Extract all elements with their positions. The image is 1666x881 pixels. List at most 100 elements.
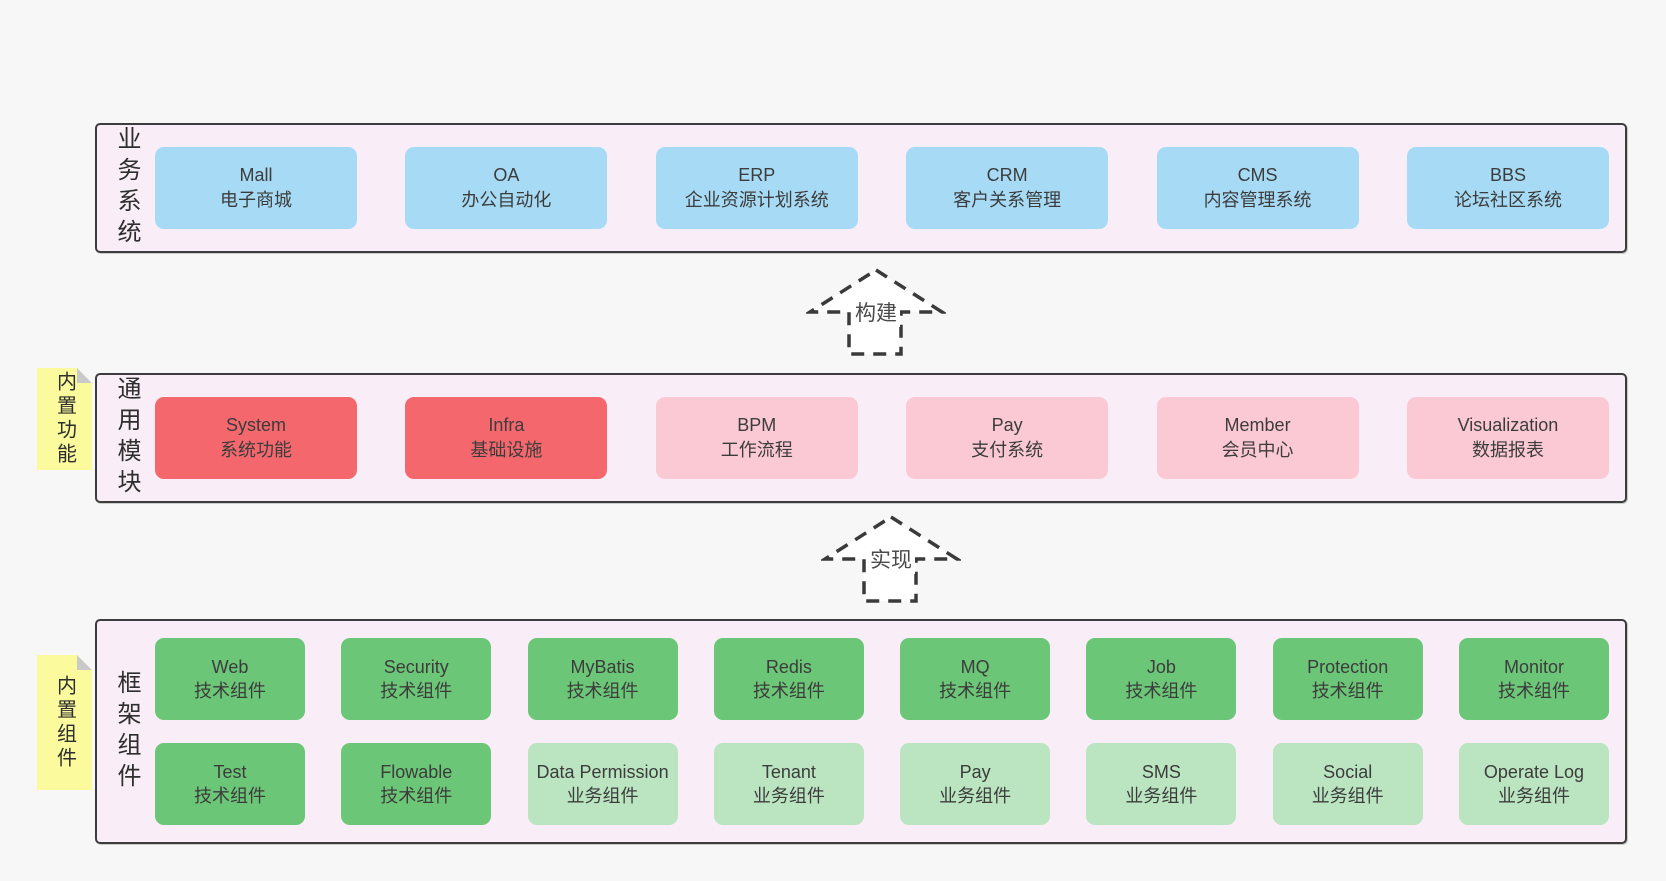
box-job: Job 技术组件 <box>1086 638 1237 720</box>
box-subtitle: 技术组件 <box>939 681 1012 701</box>
box-pay: Pay 业务组件 <box>900 743 1051 825</box>
box-subtitle: 业务组件 <box>566 786 639 806</box>
box-title: Redis <box>765 657 812 677</box>
arrow-build-label: 构建 <box>852 297 900 327</box>
box-subtitle: 技术组件 <box>752 681 825 701</box>
band-label-common-modules: 通用模块 <box>113 376 140 500</box>
box-title: Visualization <box>1457 415 1559 435</box>
band-label-business-systems: 业务系统 <box>113 126 140 250</box>
box-subtitle: 业务组件 <box>1125 786 1198 806</box>
box-subtitle: 技术组件 <box>194 786 266 806</box>
box-title: MQ <box>960 657 990 677</box>
box-title: BPM <box>737 415 777 435</box>
box-subtitle: 办公自动化 <box>461 190 552 210</box>
box-subtitle: 业务组件 <box>1497 786 1570 806</box>
sticky-note-builtin-components: 内置组件 <box>37 655 92 790</box>
band-label-wrap: 业务系统 <box>97 125 155 251</box>
box-subtitle: 数据报表 <box>1471 440 1544 460</box>
box-protection: Protection 技术组件 <box>1272 638 1423 720</box>
box-test: Test 技术组件 <box>155 743 305 825</box>
box-operate-log: Operate Log 业务组件 <box>1458 743 1609 825</box>
arrow-build: 构建 <box>806 266 946 358</box>
band-label-framework-components: 框架组件 <box>113 669 140 794</box>
box-subtitle: 技术组件 <box>1125 681 1198 701</box>
box-subtitle: 工作流程 <box>720 440 793 460</box>
box-tenant: Tenant 业务组件 <box>713 743 864 825</box>
box-flowable: Flowable 技术组件 <box>341 743 492 825</box>
box-subtitle: 技术组件 <box>380 786 453 806</box>
box-mall: Mall 电子商城 <box>155 147 357 229</box>
box-subtitle: 业务组件 <box>1311 786 1384 806</box>
box-subtitle: 技术组件 <box>194 681 266 701</box>
box-subtitle: 业务组件 <box>752 786 825 806</box>
box-subtitle: 业务组件 <box>939 786 1012 806</box>
box-monitor: Monitor 技术组件 <box>1458 638 1609 720</box>
box-title: Job <box>1146 657 1176 677</box>
box-subtitle: 技术组件 <box>1311 681 1384 701</box>
box-subtitle: 会员中心 <box>1221 440 1294 460</box>
box-title: Protection <box>1307 657 1389 677</box>
box-subtitle: 技术组件 <box>380 681 453 701</box>
box-web: Web 技术组件 <box>155 638 305 720</box>
box-title: BBS <box>1489 165 1526 185</box>
box-erp: ERP 企业资源计划系统 <box>655 147 858 229</box>
box-row: Mall 电子商城 OA 办公自动化 ERP 企业资源计划系统 CRM 客户关系管理 CMS 内容… <box>155 147 1609 229</box>
box-title: Infra <box>488 415 525 435</box>
band-boxes: Mall 电子商城 OA 办公自动化 ERP 企业资源计划系统 CRM 客户关系管理 CMS 内容… <box>155 125 1625 251</box>
box-mybatis: MyBatis 技术组件 <box>527 638 678 720</box>
box-title: Pay <box>991 415 1023 435</box>
box-visualization: Visualization 数据报表 <box>1406 397 1609 479</box>
band-business-systems: 业务系统 Mall 电子商城 OA 办公自动化 ERP 企业资源计划系统 CRM 客户关系管理… <box>95 123 1627 253</box>
box-title: System <box>225 415 286 435</box>
box-title: Member <box>1224 415 1291 435</box>
arrow-implement-label: 实现 <box>867 544 915 574</box>
box-subtitle: 技术组件 <box>1497 681 1570 701</box>
box-title: Pay <box>959 762 991 782</box>
box-title: CMS <box>1237 165 1278 185</box>
sticky-note-text: 内置功能 <box>53 371 76 467</box>
box-title: Monitor <box>1503 657 1564 677</box>
box-system: System 系统功能 <box>155 397 357 479</box>
box-title: ERP <box>738 165 776 185</box>
sticky-note-builtin-features: 内置功能 <box>37 368 92 470</box>
box-mq: MQ 技术组件 <box>900 638 1051 720</box>
sticky-note-text: 内置组件 <box>53 674 76 771</box>
box-title: MyBatis <box>570 657 635 677</box>
box-oa: OA 办公自动化 <box>405 147 608 229</box>
box-title: Web <box>211 657 249 677</box>
box-title: SMS <box>1141 762 1181 782</box>
box-crm: CRM 客户关系管理 <box>906 147 1109 229</box>
box-subtitle: 技术组件 <box>566 681 639 701</box>
box-subtitle: 内容管理系统 <box>1203 190 1312 210</box>
box-subtitle: 客户关系管理 <box>953 190 1062 210</box>
box-title: Security <box>383 657 449 677</box>
box-title: OA <box>493 165 520 185</box>
box-subtitle: 系统功能 <box>220 440 292 460</box>
box-title: Mall <box>239 165 273 185</box>
box-subtitle: 电子商城 <box>220 190 292 210</box>
arrow-implement: 实现 <box>821 513 961 605</box>
box-sms: SMS 业务组件 <box>1086 743 1237 825</box>
box-title: Flowable <box>380 762 453 782</box>
band-label-wrap: 框架组件 <box>97 621 155 842</box>
box-security: Security 技术组件 <box>341 638 492 720</box>
box-bpm: BPM 工作流程 <box>655 397 858 479</box>
box-title: Tenant <box>761 762 816 782</box>
box-title: CRM <box>986 165 1028 185</box>
box-title: Test <box>213 762 247 782</box>
band-label-wrap: 通用模块 <box>97 375 155 501</box>
box-subtitle: 企业资源计划系统 <box>684 190 829 210</box>
box-title: Operate Log <box>1483 762 1584 782</box>
box-redis: Redis 技术组件 <box>713 638 864 720</box>
